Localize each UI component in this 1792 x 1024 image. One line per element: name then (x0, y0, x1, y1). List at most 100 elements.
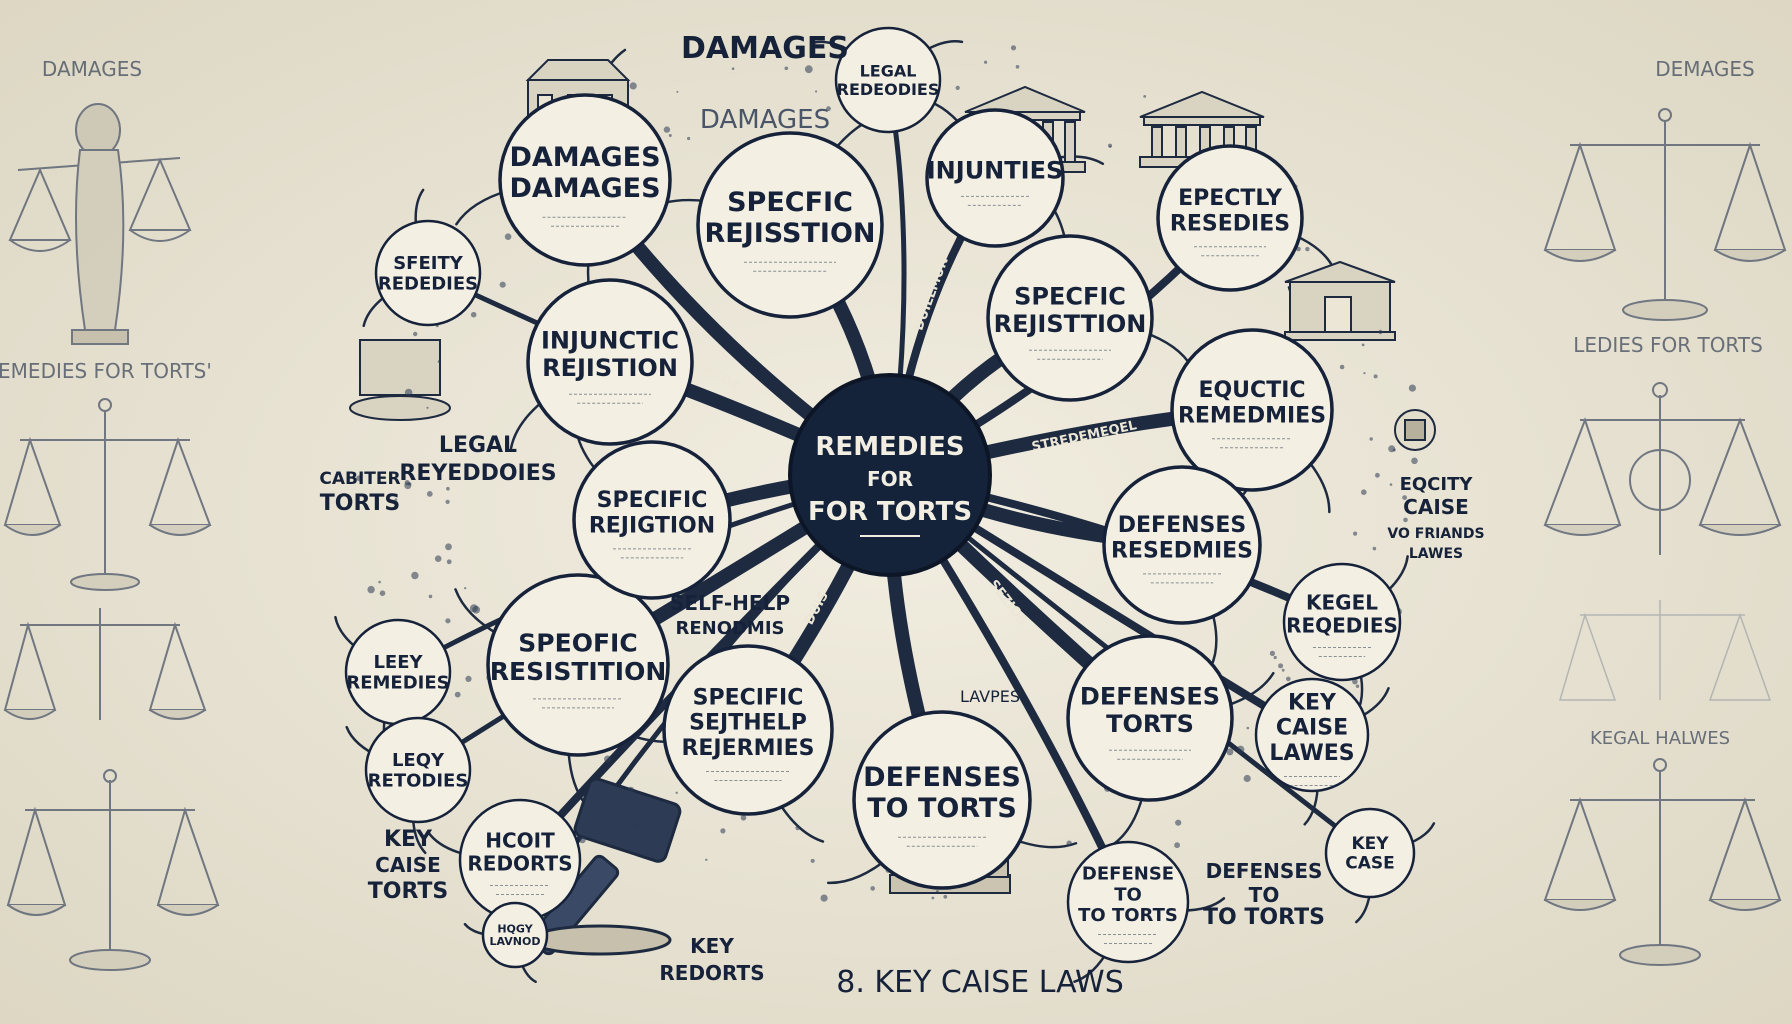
label-caise: CAISE (375, 853, 441, 877)
decorative-dot (810, 858, 815, 863)
right-panel-top-label: DEMAGES (1655, 57, 1754, 81)
decorative-dot (1408, 384, 1416, 392)
topic-node-label: DAMAGES (509, 142, 660, 173)
topic-node-circle (1170, 328, 1334, 492)
topic-node-circle (1282, 562, 1402, 682)
topic-node-label: INJUNCTIC (541, 327, 679, 355)
decorative-dot (1066, 840, 1072, 846)
topic-node-label: INJUNTIES (927, 156, 1064, 184)
decorative-dot (1392, 448, 1396, 452)
decorative-dot (935, 890, 939, 894)
topic-node-circle (1066, 840, 1190, 964)
decorative-dot (445, 618, 451, 624)
label-key: KEY (384, 827, 433, 852)
decorative-dot (784, 66, 789, 71)
decorative-dot (499, 281, 506, 288)
topic-node-label: SEJTHELP (689, 711, 807, 736)
decorative-dot (668, 134, 672, 137)
topic-node-label: EQUCTIC (1198, 378, 1305, 403)
decorative-dot (1108, 143, 1112, 148)
decorative-dot (428, 594, 433, 599)
decorative-dot (1278, 663, 1284, 669)
label-to: TO (1249, 883, 1280, 907)
topic-node-label: RESEDMIES (1111, 538, 1253, 563)
topic-node-label: EPECTLY (1178, 186, 1283, 211)
topic-node-label: DEFENSES (863, 762, 1021, 793)
decorative-dot (720, 828, 726, 834)
topic-node-label: CASE (1345, 854, 1395, 874)
decorative-dot (413, 331, 418, 337)
decorative-dot (1281, 668, 1285, 672)
label-lawes: LAWES (1409, 546, 1463, 562)
decorative-dot (1010, 45, 1017, 51)
topic-node-label: KEGEL (1306, 591, 1378, 615)
decorative-dot (931, 896, 935, 900)
topic-node-circle (925, 108, 1065, 248)
decorative-dot (984, 60, 988, 64)
topic-node-label: DEFENSES (1118, 513, 1246, 538)
label-cabiter: CABITER (319, 469, 400, 489)
right-panel-middle-label: LEDIES FOR TORTS (1573, 333, 1763, 357)
topic-node-label: SPECIFIC (693, 685, 804, 710)
label-damages-sub: DAMAGES (700, 105, 830, 135)
decorative-dot (943, 894, 948, 899)
center-node-line1: REMEDIES (815, 432, 964, 462)
scales-icon (1558, 600, 1772, 701)
decorative-dot (434, 555, 442, 562)
free-labels: DAMAGES DAMAGES LEGAL REYEDDOIES CABITER… (319, 31, 1484, 1000)
topic-node-label: RESISTITION (490, 657, 667, 686)
scales-icon (1543, 108, 1787, 321)
center-node[interactable]: REMEDIES FOR FOR TORTS (788, 373, 992, 577)
decorative-dot (1269, 650, 1275, 657)
topic-node-label: REJIGTION (589, 513, 715, 538)
topic-node-circle (1102, 465, 1262, 625)
topic-node-injunties[interactable]: INJUNTIES (925, 108, 1065, 248)
justice-statue-icon (8, 103, 192, 345)
topic-node-circle (486, 573, 670, 757)
decorative-dot (1286, 676, 1291, 682)
topic-node-label: REQEDIES (1286, 614, 1398, 638)
decorative-dot (446, 559, 452, 565)
topic-node-label: RETODIES (368, 771, 469, 792)
decorative-dot (465, 675, 472, 683)
label-redorts: REDORTS (659, 961, 764, 985)
topic-node-label: CAISE (1276, 716, 1348, 741)
topic-node-label: REJISTTION (994, 310, 1147, 338)
topic-node-label: LAWES (1269, 741, 1354, 766)
label-torts: TORTS (320, 491, 401, 516)
decorative-dot (705, 858, 708, 861)
decorative-dot (379, 590, 386, 596)
bottom-caption: 8. KEY CAISE LAWS (836, 965, 1124, 1000)
decorative-dot (446, 486, 450, 491)
topic-node-label: LEGAL (860, 61, 917, 80)
scales-icon (6, 769, 220, 971)
topic-node-label: REDEDIES (378, 274, 478, 295)
decorative-dot (1375, 472, 1380, 478)
decorative-dot (870, 886, 875, 891)
topic-node-label: REMEDMIES (1178, 403, 1326, 428)
scales-icon (3, 608, 207, 720)
